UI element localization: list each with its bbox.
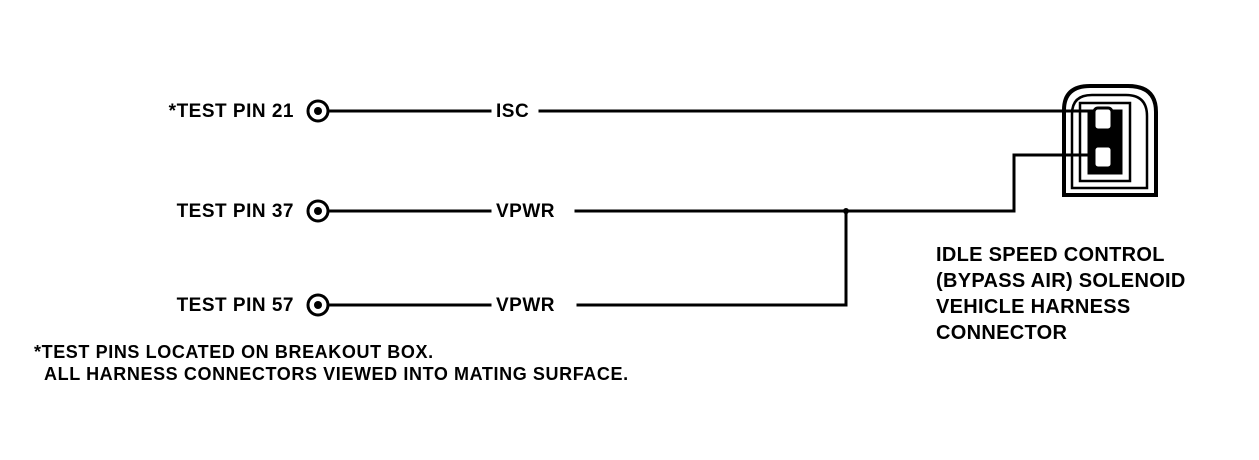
wire-label-isc: ISC [496,101,529,122]
wire-label-vpwr-57: VPWR [496,295,555,316]
connector-label-line-2: (BYPASS AIR) SOLENOID [936,270,1186,292]
pin-label-21: *TEST PIN 21 [169,101,294,122]
footnote-line-1: *TEST PINS LOCATED ON BREAKOUT BOX. [34,342,434,362]
connector-label-line-4: CONNECTOR [936,322,1067,344]
test-pin-37-terminal [306,199,330,223]
solenoid-connector-icon [1062,84,1158,197]
wire-vpwr-37-right [574,153,1094,213]
wire-vpwr-57-right [576,209,848,307]
connector-label-line-1: IDLE SPEED CONTROL [936,244,1165,266]
test-pin-21-terminal [306,99,330,123]
test-pin-57-terminal [306,293,330,317]
pin-label-37: TEST PIN 37 [177,201,294,222]
pin-label-57: TEST PIN 57 [177,295,294,316]
footnote-line-2: ALL HARNESS CONNECTORS VIEWED INTO MATIN… [44,364,629,384]
wire-label-vpwr-37: VPWR [496,201,555,222]
splice-junction [843,208,849,214]
connector-label-line-3: VEHICLE HARNESS [936,296,1131,318]
